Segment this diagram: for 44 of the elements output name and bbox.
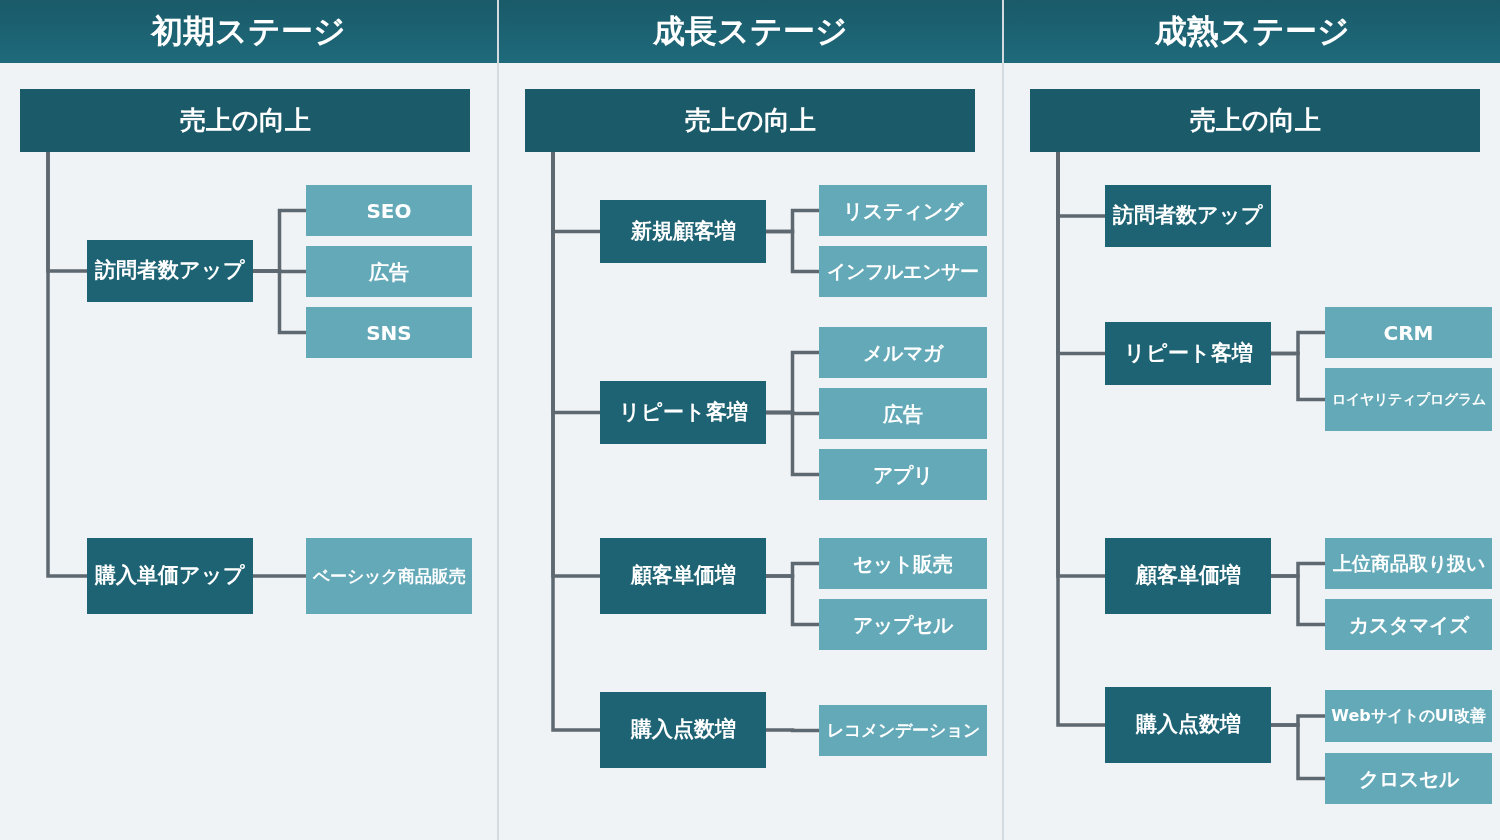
tactic-box: 広告 <box>819 388 987 439</box>
tactic-box: セット販売 <box>819 538 987 589</box>
connector-line <box>766 574 819 627</box>
connector-line <box>766 728 819 733</box>
stage-header: 初期ステージ <box>0 0 497 63</box>
strategy-box: 購入点数増 <box>1105 687 1271 763</box>
strategy-box: 購入単価アップ <box>87 538 253 614</box>
strategy-box: 顧客単価増 <box>1105 538 1271 614</box>
connector-line <box>766 229 819 274</box>
tactic-box: アップセル <box>819 599 987 650</box>
connector-line <box>766 410 819 477</box>
strategy-box: リピート客増 <box>600 381 766 444</box>
strategy-box: 顧客単価増 <box>600 538 766 614</box>
connector-line <box>46 152 87 578</box>
strategy-box: 新規顧客増 <box>600 200 766 263</box>
tactic-box: レコメンデーション <box>819 705 987 756</box>
strategy-box: 訪問者数アップ <box>1105 185 1271 247</box>
connector-line <box>1271 574 1325 627</box>
connector-line <box>1271 351 1325 402</box>
goal-box: 売上の向上 <box>20 89 470 152</box>
tactic-box: 広告 <box>306 246 472 297</box>
strategy-box: 訪問者数アップ <box>87 240 253 302</box>
strategy-box: リピート客増 <box>1105 322 1271 385</box>
strategy-box: 購入点数増 <box>600 692 766 768</box>
tactic-box: リスティング <box>819 185 987 236</box>
stage-header: 成長ステージ <box>499 0 1002 63</box>
tactic-box: WebサイトのUI改善 <box>1325 690 1492 742</box>
connector-line <box>253 269 306 335</box>
connector-line <box>1271 723 1325 781</box>
tactic-box: SNS <box>306 307 472 358</box>
tactic-box: メルマガ <box>819 327 987 378</box>
connector-line <box>253 574 306 578</box>
tactic-box: カスタマイズ <box>1325 599 1492 650</box>
tactic-box: クロスセル <box>1325 753 1492 804</box>
tactic-box: 上位商品取り扱い <box>1325 538 1492 589</box>
tactic-box: インフルエンサー <box>819 246 987 297</box>
tactic-box: アプリ <box>819 449 987 500</box>
tactic-box: ロイヤリティプログラム <box>1325 368 1492 431</box>
tactic-box: SEO <box>306 185 472 236</box>
goal-box: 売上の向上 <box>1030 89 1480 152</box>
tactic-box: ベーシック商品販売 <box>306 538 472 614</box>
stage-header: 成熟ステージ <box>1004 0 1500 63</box>
tactic-box: CRM <box>1325 307 1492 358</box>
goal-box: 売上の向上 <box>525 89 975 152</box>
